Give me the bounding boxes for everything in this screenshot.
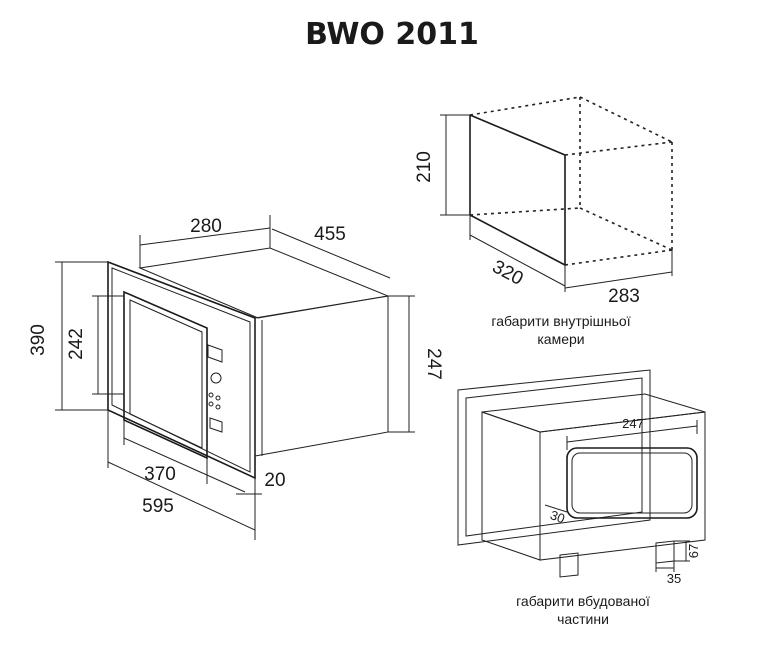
dim-top-width: 455 bbox=[314, 224, 346, 245]
dim-built-in-width: 247 bbox=[622, 416, 644, 431]
dim-foot-width: 35 bbox=[667, 571, 681, 586]
built-in-front bbox=[539, 411, 706, 561]
inner-chamber-caption-line2: камери bbox=[537, 331, 584, 347]
built-in-caption-line1: габарити вбудованої bbox=[516, 593, 650, 609]
dim-chamber-height: 210 bbox=[414, 151, 435, 183]
oven-door-window bbox=[123, 290, 208, 460]
oven-front-inner-edge bbox=[111, 267, 251, 473]
oven-door-glass bbox=[129, 299, 203, 449]
oven-dimensions: 280 455 390 242 247 370 595 20 bbox=[28, 215, 444, 540]
oven-drawing bbox=[107, 247, 390, 480]
built-in-dimensions: 247 30 67 35 bbox=[544, 416, 701, 586]
oven-top bbox=[138, 247, 390, 319]
built-in-caption-line2: частини bbox=[557, 611, 609, 627]
display-panel bbox=[207, 344, 223, 363]
dim-foot-height: 67 bbox=[686, 544, 701, 558]
mounting-frame bbox=[457, 369, 651, 546]
product-title: BWO 2011 bbox=[305, 17, 479, 52]
built-in-drawing bbox=[457, 369, 706, 578]
oven-side bbox=[254, 295, 389, 457]
inner-chamber-caption-line1: габарити внутрішньої bbox=[491, 313, 630, 329]
dim-built-in-side: 30 bbox=[548, 507, 567, 526]
dim-front-width: 595 bbox=[142, 496, 174, 517]
dim-door-width: 370 bbox=[144, 464, 176, 485]
inner-chamber-dimensions: 210 320 283 bbox=[414, 114, 673, 307]
inner-chamber-drawing bbox=[469, 96, 673, 266]
foot-left bbox=[559, 552, 579, 578]
dim-side-height: 247 bbox=[423, 348, 444, 380]
door-button bbox=[209, 417, 223, 433]
dim-top-depth: 280 bbox=[190, 216, 222, 237]
dim-door-height: 242 bbox=[66, 328, 87, 360]
dim-chamber-width: 283 bbox=[608, 286, 640, 307]
built-in-cutout bbox=[566, 447, 698, 519]
dim-chamber-depth: 320 bbox=[489, 256, 527, 289]
dim-front-height: 390 bbox=[28, 324, 49, 356]
dim-frame-depth: 20 bbox=[264, 470, 285, 491]
control-knob-icon bbox=[210, 372, 222, 384]
built-in-top bbox=[481, 393, 706, 433]
